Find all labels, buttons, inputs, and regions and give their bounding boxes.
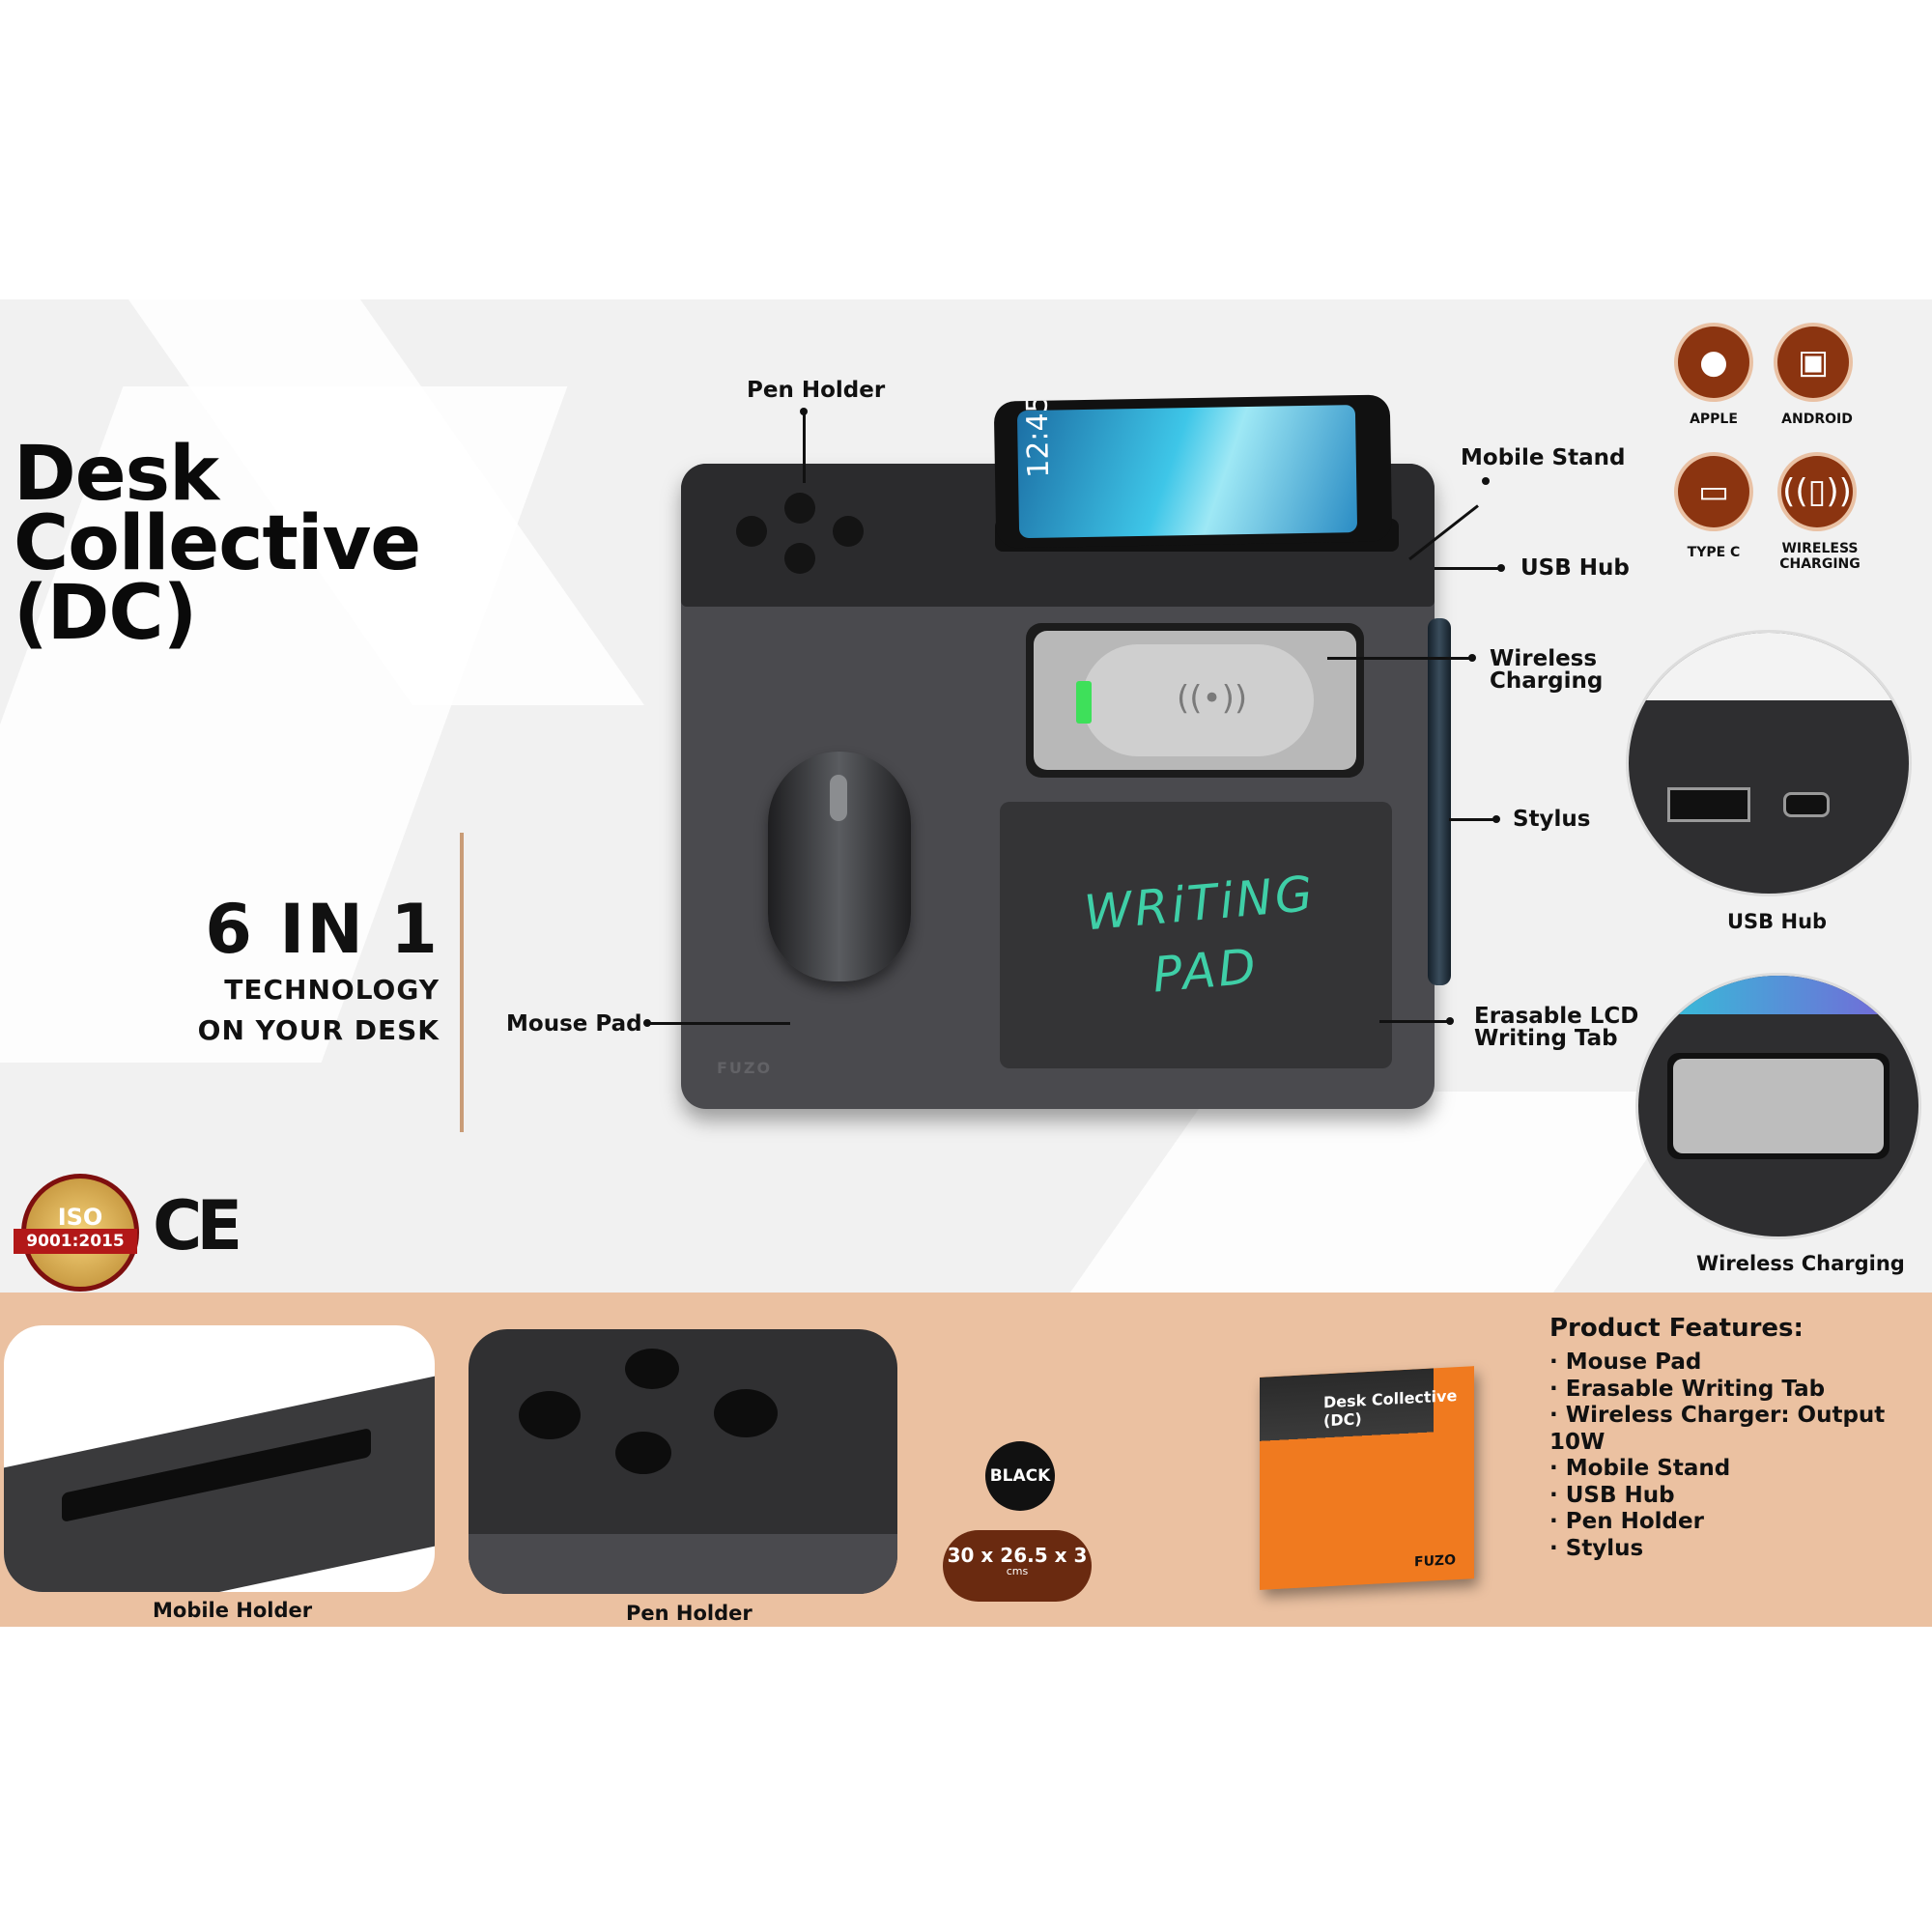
apple-icon: ● [1678, 327, 1749, 398]
bg-shape [1068, 1092, 1694, 1294]
pen-hole [615, 1432, 671, 1474]
thumb-mat [469, 1534, 897, 1594]
feature-item: USB Hub [1549, 1483, 1932, 1510]
mat-brand: FUZO [717, 1059, 773, 1077]
compat-label: WIRELESS [1781, 541, 1859, 556]
zoom-bg [1638, 976, 1918, 1014]
charger-pad [1082, 644, 1314, 756]
wireless-charger-phone: ((•)) [1026, 623, 1364, 778]
mouse [768, 752, 911, 981]
callout-wireless-charging: Wireless [1490, 646, 1598, 671]
tagline-line: TECHNOLOGY [224, 974, 440, 1006]
callout-line [1449, 818, 1495, 821]
callout-usb-hub: USB Hub [1520, 555, 1630, 581]
zoom-label-usb-hub: USB Hub [1727, 910, 1828, 933]
thumb-pen-holder [469, 1329, 897, 1594]
zoom-bg [1629, 633, 1909, 700]
title-line: (DC) [14, 570, 197, 657]
feature-item: Wireless Charger: Output 10W [1549, 1403, 1932, 1456]
size-unit: cms [1006, 1565, 1029, 1577]
callout-stylus: Stylus [1513, 807, 1591, 832]
wireless-icon: ((•)) [1177, 679, 1248, 718]
callout-dot [1497, 564, 1505, 572]
callout-dot [1446, 1017, 1454, 1025]
usb-c-port [1783, 792, 1830, 817]
mouse-wheel [830, 775, 847, 821]
thumb-label: Pen Holder [626, 1602, 753, 1625]
callout-mobile-stand: Mobile Stand [1461, 445, 1626, 470]
battery-icon [1076, 681, 1092, 724]
tagline-line: ON YOUR DESK [197, 1014, 440, 1046]
callout-wireless-charging: Charging [1490, 668, 1604, 694]
callout-erasable-lcd: Erasable LCD [1474, 1004, 1639, 1029]
box-brand: FUZO [1414, 1552, 1456, 1571]
title-line: Collective [14, 500, 421, 587]
ce-mark: CE [153, 1186, 242, 1265]
phone: 12:45 [993, 394, 1393, 549]
feature-item: Stylus [1549, 1536, 1932, 1563]
callout-dot [1468, 654, 1476, 662]
page-title: Desk Collective (DC) [14, 431, 421, 657]
callout-mouse-pad: Mouse Pad [506, 1011, 642, 1037]
features-title: Product Features: [1549, 1314, 1804, 1343]
callout-erasable-lcd: Writing Tab [1474, 1026, 1618, 1051]
iso-text: ISO [57, 1204, 103, 1231]
iso-ribbon: 9001:2015 [14, 1229, 137, 1254]
thumb-label: Mobile Holder [153, 1599, 313, 1622]
callout-pen-holder: Pen Holder [747, 378, 886, 403]
usb-c-icon: ▭ [1678, 456, 1749, 527]
thumb-mobile-holder [4, 1325, 435, 1592]
feature-item: Mouse Pad [1549, 1350, 1932, 1377]
android-icon: ▣ [1777, 327, 1849, 398]
pen-hole [784, 493, 815, 524]
callout-dot [1482, 477, 1490, 485]
compat-label: ANDROID [1781, 412, 1853, 427]
callout-dot [1492, 815, 1500, 823]
compat-label: APPLE [1690, 412, 1738, 427]
compat-label: CHARGING [1779, 556, 1861, 572]
compat-label: TYPE C [1687, 545, 1741, 560]
title-line: Desk [14, 431, 219, 518]
callout-line [1327, 657, 1472, 660]
pen-hole [519, 1391, 581, 1439]
box-title: Desk Collective (DC) [1323, 1386, 1458, 1431]
writing-pad: WRiTiNG PAD [1000, 802, 1392, 1068]
size-badge: 30 x 26.5 x 3 cms [943, 1530, 1092, 1602]
features-list: Mouse Pad Erasable Writing Tab Wireless … [1549, 1350, 1932, 1562]
feature-item: Pen Holder [1549, 1509, 1932, 1536]
charger-surface: ((•)) [1034, 631, 1356, 770]
wireless-charging-icon: ((▯)) [1781, 456, 1853, 527]
pen-hole [784, 543, 815, 574]
callout-line [647, 1022, 790, 1025]
phone-time: 12:45 [1020, 394, 1057, 479]
pen-hole [625, 1349, 679, 1389]
wireless-zoom [1638, 976, 1918, 1236]
usb-hub-zoom [1629, 633, 1909, 894]
feature-item: Erasable Writing Tab [1549, 1377, 1932, 1404]
callout-line [803, 410, 806, 483]
zoom-phone [1667, 1053, 1889, 1159]
zoom-label-wireless: Wireless Charging [1696, 1252, 1905, 1275]
tagline: 6 IN 1 TECHNOLOGY ON YOUR DESK [145, 889, 440, 1051]
pen-hole [833, 516, 864, 547]
usb-port [1667, 787, 1750, 822]
feature-item: Mobile Stand [1549, 1456, 1932, 1483]
callout-line [1379, 1020, 1449, 1023]
phone-screen [1016, 405, 1358, 539]
pen-hole [736, 516, 767, 547]
product-box: Desk Collective (DC) FUZO [1260, 1366, 1474, 1590]
callout-line [1435, 567, 1500, 570]
zoom-screen [1673, 1059, 1884, 1153]
callout-dot [800, 408, 808, 415]
pen-hole [714, 1389, 778, 1437]
tagline-big: 6 IN 1 [205, 890, 440, 969]
divider [460, 833, 464, 1132]
color-swatch-black: BLACK [985, 1441, 1055, 1511]
writing-pad-text: WRiTiNG PAD [1052, 857, 1352, 1017]
stylus [1428, 618, 1451, 985]
size-value: 30 x 26.5 x 3 [947, 1544, 1088, 1567]
